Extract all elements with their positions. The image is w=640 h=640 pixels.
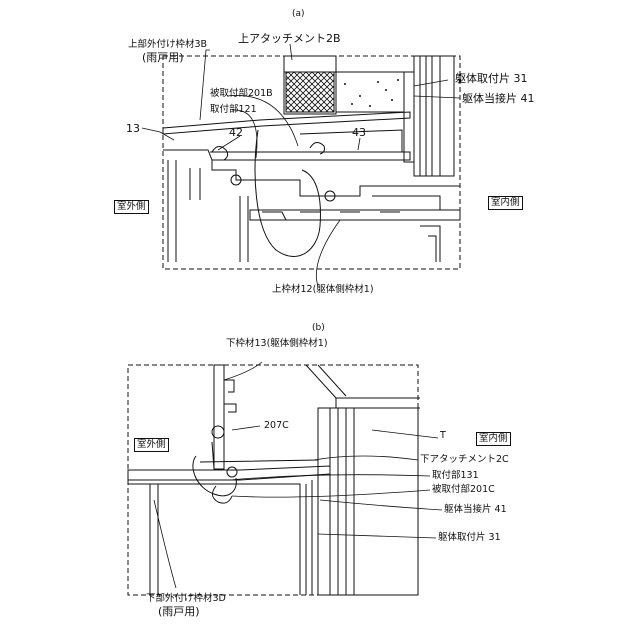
panel-b-tag: (b): [312, 322, 325, 334]
upper-attachment-hatch: [286, 72, 334, 112]
label-upper-attachment: 上アタッチメント2B: [238, 33, 341, 45]
label-outdoor-b: 室外側: [134, 438, 169, 452]
label-lower-frame-13: 下枠材13(躯体側枠材1): [226, 338, 328, 350]
panel-a-tag: (a): [292, 8, 305, 20]
upper-frame-profile: [163, 150, 460, 196]
label-upper-outer-frame: 上部外付け枠材3B: [128, 39, 207, 51]
label-indoor-b: 室内側: [476, 432, 511, 446]
label-upper-frame-12: 上枠材12(躯体側枠材1): [272, 284, 374, 296]
label-mounting-part-131: 取付部131: [432, 470, 479, 482]
label-body-contact-piece: 躯体当接片 41: [462, 93, 535, 105]
label-body-mount-piece-b: 躯体取付片 31: [438, 532, 501, 544]
panel-b-drawing: [128, 362, 442, 595]
mounting-outline: [255, 130, 320, 256]
label-upper-outer-frame-use: (雨戸用): [142, 52, 184, 64]
label-ref-t: T: [440, 430, 446, 442]
label-attached-part-201b: 被取付部201B: [210, 88, 273, 100]
label-body-mount-piece: 躯体取付片 31: [455, 73, 528, 85]
label-indoor-a: 室内側: [488, 196, 523, 210]
label-outdoor-a: 室外側: [114, 200, 149, 214]
label-lower-outer-frame-use: (雨戸用): [158, 606, 200, 618]
label-ref-42: 42: [229, 127, 243, 139]
label-attached-part-201c: 被取付部201C: [432, 484, 495, 496]
body-frame-member: [404, 72, 414, 162]
concrete-stipple: [344, 79, 399, 107]
label-ref-43: 43: [352, 127, 366, 139]
label-lower-outer-frame: 下部外付け枠材3D: [146, 593, 226, 605]
lower-frame-profile: [214, 365, 224, 469]
label-mounting-part-121: 取付部121: [210, 104, 257, 116]
label-ref-13: 13: [126, 123, 140, 135]
label-body-contact-piece-b: 躯体当接片 41: [444, 504, 507, 516]
label-lower-attachment: 下アタッチメント2C: [420, 454, 509, 466]
label-ref-207c: 207C: [264, 420, 289, 432]
panel-a-drawing: [142, 44, 460, 286]
